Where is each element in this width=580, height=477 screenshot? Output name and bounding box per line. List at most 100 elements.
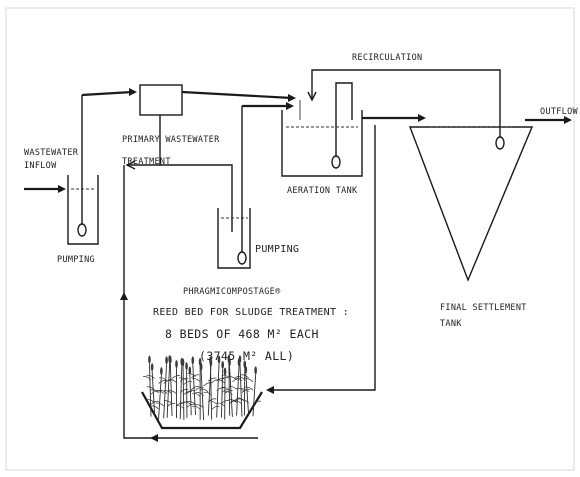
pumping-1-label: PUMPING bbox=[57, 255, 95, 265]
reed-leaf bbox=[183, 390, 192, 395]
reed-plume bbox=[254, 366, 257, 375]
inflow-label: INFLOW bbox=[24, 161, 57, 171]
reed-leaf bbox=[171, 375, 181, 379]
reed-bed-label-line2: REED BED FOR SLUDGE TREATMENT : bbox=[153, 307, 349, 318]
reed-plume bbox=[148, 355, 151, 364]
reed-plume bbox=[188, 366, 192, 375]
reed-leaf bbox=[224, 390, 233, 395]
reed-leaf bbox=[236, 376, 245, 380]
reed-leaf bbox=[228, 385, 237, 390]
reed-plume bbox=[175, 360, 178, 369]
reed-leaf bbox=[228, 376, 237, 381]
primary-treatment-label-line2: TREATMENT bbox=[122, 157, 171, 167]
reed-stem bbox=[192, 364, 197, 416]
reed-leaf bbox=[221, 386, 230, 391]
reed-leaf bbox=[236, 397, 245, 402]
reed-leaf bbox=[192, 392, 201, 397]
reed-stem bbox=[221, 368, 224, 418]
reed-leaf bbox=[200, 388, 209, 393]
reed-stem bbox=[236, 366, 240, 416]
reed-leaf bbox=[208, 400, 217, 405]
reed-leaf bbox=[240, 399, 249, 404]
reed-leaf bbox=[168, 390, 177, 395]
reed-leaf bbox=[168, 379, 177, 383]
final-settlement-label-line2: TANK bbox=[440, 319, 462, 329]
reed-leaf bbox=[150, 390, 160, 395]
reed-stem bbox=[182, 366, 185, 420]
reed-stem bbox=[245, 373, 250, 416]
reed-plume bbox=[160, 367, 163, 376]
reed-leaf bbox=[211, 405, 220, 410]
reed-leaf bbox=[195, 392, 204, 396]
diagram-frame bbox=[5, 7, 575, 471]
wastewater-label: WASTEWATER bbox=[24, 148, 79, 158]
aeration-tank bbox=[281, 82, 363, 177]
reed-plume bbox=[221, 360, 224, 369]
reed-plants bbox=[142, 354, 262, 421]
reed-stem bbox=[158, 375, 162, 420]
reed-bed bbox=[141, 391, 263, 430]
reed-leaf bbox=[244, 386, 254, 391]
reed-plume bbox=[244, 365, 248, 374]
reed-stem bbox=[229, 366, 233, 417]
reed-leaf bbox=[208, 377, 217, 382]
reed-plume bbox=[150, 363, 154, 372]
reed-leaf bbox=[240, 388, 249, 393]
reed-leaf bbox=[187, 373, 196, 378]
reed-plume bbox=[185, 362, 188, 371]
reed-leaf bbox=[146, 386, 155, 391]
reed-bed-label-line4: (3745 M² ALL) bbox=[199, 349, 294, 363]
reed-leaf bbox=[216, 402, 225, 407]
aeration-to-settlement-line bbox=[362, 114, 426, 122]
pump-1-to-primary-line bbox=[81, 88, 137, 97]
reed-leaf bbox=[163, 390, 173, 395]
reed-stem bbox=[151, 371, 156, 416]
reed-plume bbox=[191, 356, 195, 365]
reed-leaf bbox=[150, 389, 159, 394]
reed-plume bbox=[199, 362, 203, 371]
reed-leaf bbox=[146, 374, 155, 379]
outflow-line bbox=[525, 116, 572, 124]
reed-leaf bbox=[236, 387, 245, 392]
reed-leaf bbox=[228, 399, 237, 403]
sludge-to-pump-2-line bbox=[125, 115, 233, 232]
reed-leaf bbox=[233, 400, 243, 405]
primary-to-aeration-line bbox=[181, 90, 296, 102]
reed-leaf bbox=[195, 404, 204, 409]
reed-leaf bbox=[159, 390, 168, 394]
reed-plume bbox=[238, 355, 242, 364]
reed-stem bbox=[169, 363, 173, 417]
recirculation-label: RECIRCULATION bbox=[352, 53, 422, 63]
reed-plume bbox=[181, 358, 185, 367]
reed-plume bbox=[217, 355, 221, 364]
reed-leaf bbox=[163, 380, 172, 384]
aeration-tank-label: AERATION TANK bbox=[287, 186, 358, 196]
reed-stem bbox=[239, 363, 243, 417]
reed-leaf bbox=[221, 374, 230, 379]
reed-leaf bbox=[179, 389, 189, 393]
reed-leaf bbox=[191, 374, 200, 379]
reed-plume bbox=[209, 356, 212, 365]
reed-leaf bbox=[232, 398, 241, 403]
reed-leaf bbox=[195, 386, 204, 391]
excess-sludge-line bbox=[266, 125, 376, 394]
reed-leaf bbox=[142, 376, 152, 380]
final-settlement-label-line1: FINAL SETTLEMENT bbox=[440, 303, 527, 313]
pump-well-1 bbox=[67, 95, 99, 245]
reed-stem bbox=[252, 374, 257, 417]
reed-leaf bbox=[252, 400, 262, 405]
reed-leaf bbox=[233, 377, 243, 382]
reed-leaf bbox=[146, 399, 155, 404]
inflow-line bbox=[24, 185, 66, 193]
reed-leaf bbox=[175, 405, 185, 410]
reed-leaf bbox=[155, 390, 164, 394]
recirculation-line bbox=[307, 69, 501, 137]
reed-leaf bbox=[221, 400, 230, 404]
reed-stem bbox=[216, 363, 220, 418]
reed-leaf bbox=[155, 402, 164, 407]
reed-leaf bbox=[191, 386, 200, 390]
reed-leaf bbox=[216, 379, 225, 384]
reed-stem bbox=[163, 364, 168, 419]
reed-stem bbox=[228, 362, 231, 416]
